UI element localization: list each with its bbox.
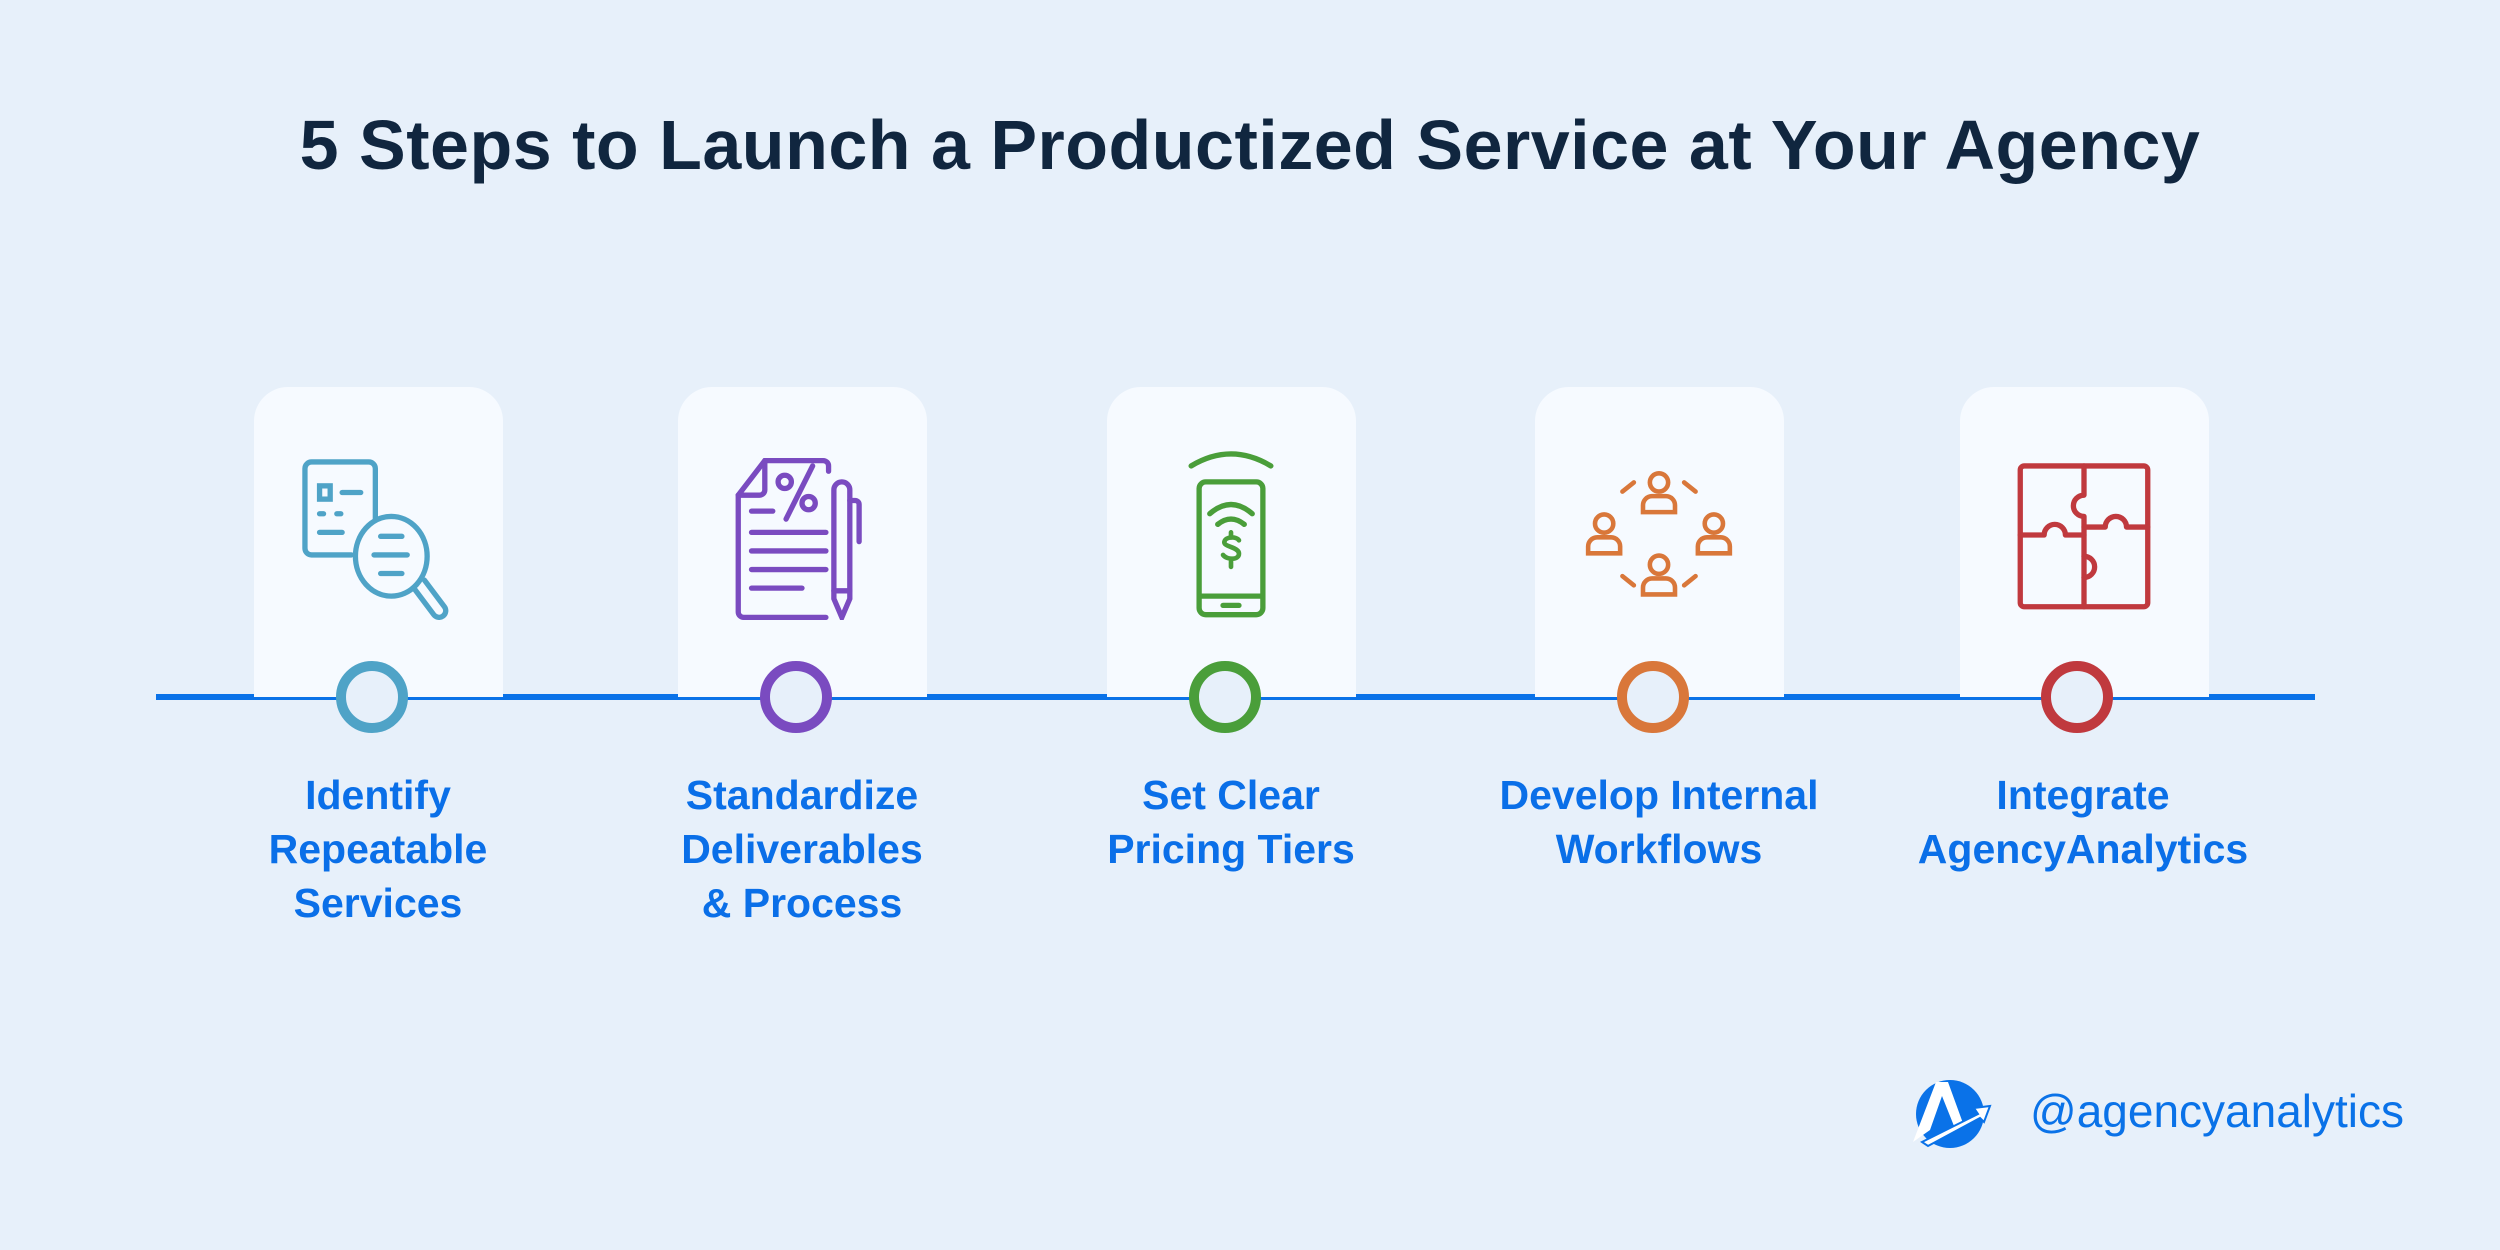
- page-title: 5 Steps to Launch a Productized Service …: [299, 106, 2201, 184]
- social-handle: @agencyanalytics: [2030, 1085, 2404, 1137]
- document-search-icon: [298, 450, 458, 620]
- step-node-3: [1189, 661, 1261, 733]
- agencyanalytics-logo: [1908, 1076, 1994, 1156]
- step-card-1: [254, 387, 503, 697]
- step-card-2: [678, 387, 927, 697]
- step-node-5: [2041, 661, 2113, 733]
- mobile-payment-icon: [1151, 450, 1311, 620]
- step-node-2: [760, 661, 832, 733]
- puzzle-icon: [2004, 450, 2164, 620]
- step-node-4: [1617, 661, 1689, 733]
- document-percent-pen-icon: [722, 450, 882, 625]
- team-cycle-icon: [1579, 450, 1739, 620]
- step-card-4: [1535, 387, 1784, 697]
- step-node-1: [336, 661, 408, 733]
- step-card-3: [1107, 387, 1356, 697]
